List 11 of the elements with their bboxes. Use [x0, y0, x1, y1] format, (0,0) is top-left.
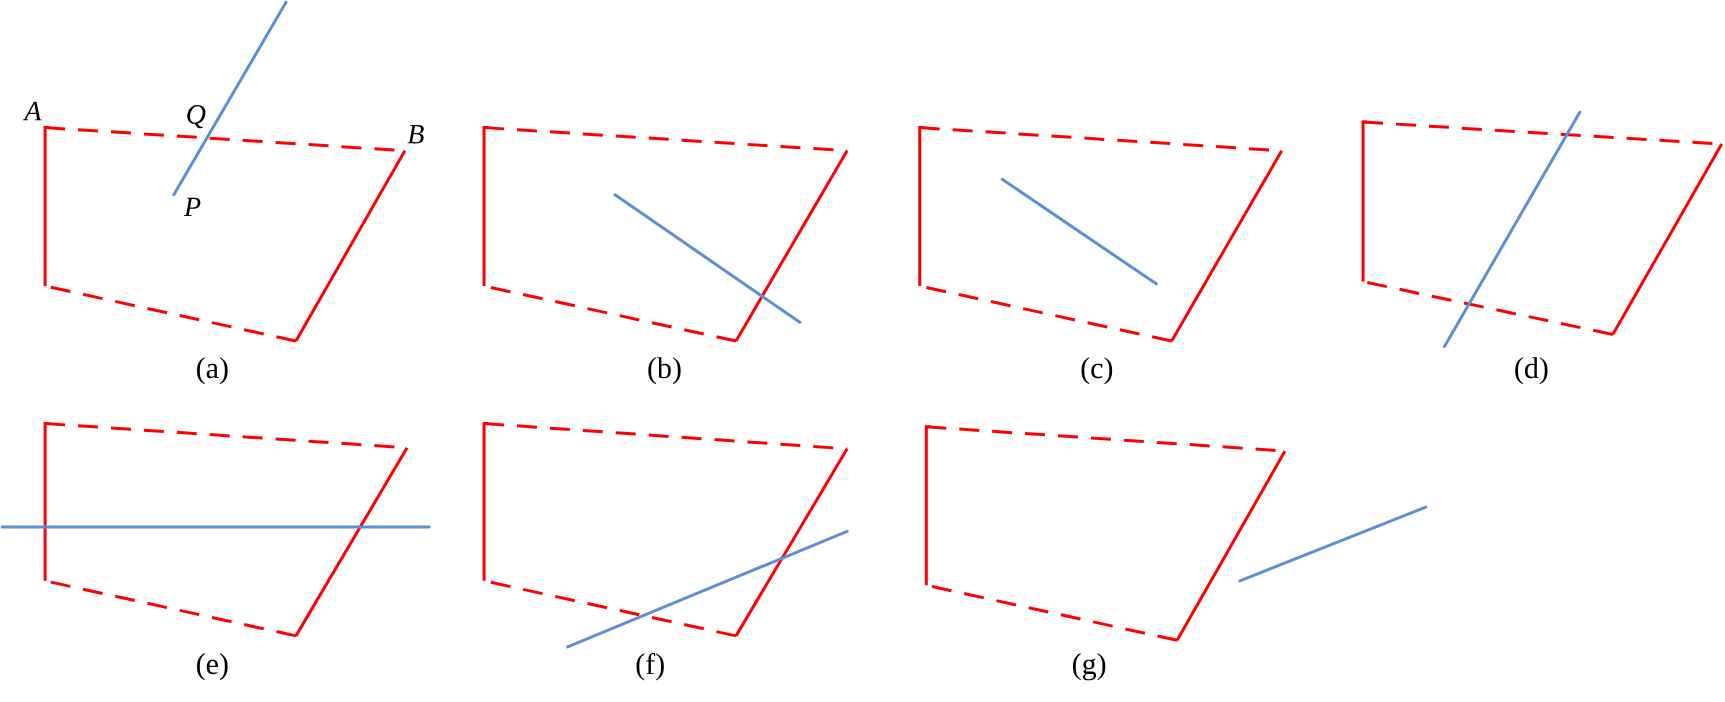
point-label: B: [407, 125, 424, 144]
panel-label: (a): [197, 357, 228, 385]
panel-label: (b): [648, 357, 681, 385]
panel-label: (d): [1515, 357, 1548, 385]
panel-label: (e): [197, 653, 228, 681]
point-label: A: [22, 101, 42, 121]
point-label: Q: [187, 105, 206, 129]
panel-label: (f): [636, 653, 664, 681]
panel-label: (g): [1072, 653, 1106, 681]
panel-label: (c): [1081, 357, 1113, 385]
point-label: P: [183, 197, 201, 217]
